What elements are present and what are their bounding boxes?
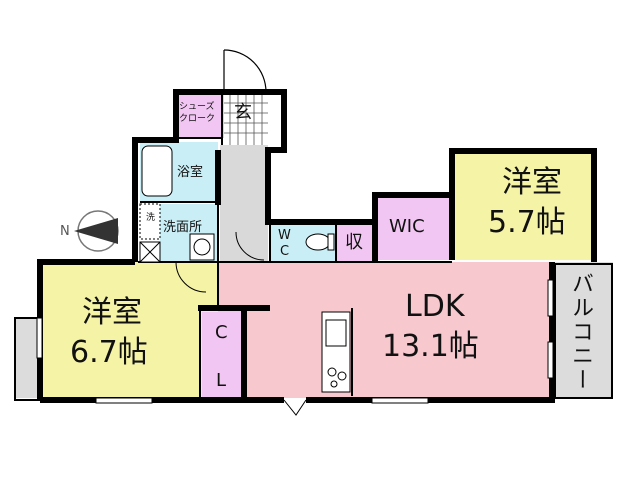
- western-room-small-name: 洋室: [82, 295, 142, 330]
- toilet-bowl: [305, 233, 331, 251]
- floor-drain-x2: [139, 241, 161, 263]
- front-door: [223, 49, 267, 93]
- shoe-closet-fill: [176, 92, 224, 138]
- toilet-label-bottom: C: [280, 244, 290, 259]
- thin-walls: [14, 92, 613, 401]
- ldk-name: LDK: [405, 289, 465, 324]
- interior-doors: [175, 231, 307, 416]
- western-room-large-fill: [455, 151, 592, 260]
- balcony-label: バルコニー: [568, 272, 593, 392]
- entrance-tiles: [224, 95, 268, 145]
- bathtub: [141, 145, 173, 197]
- balcony-fill: [555, 262, 613, 398]
- closet-label-top: C: [215, 322, 228, 343]
- compass-icon: [74, 210, 119, 252]
- storage-fill: [336, 222, 374, 262]
- washroom-label: 洗面所: [163, 220, 203, 235]
- bath-label: 浴室: [177, 165, 204, 180]
- toilet-label-top: W: [278, 228, 291, 243]
- western-room-large-name: 洋室: [502, 165, 562, 200]
- hall-fill: [220, 145, 268, 262]
- stove-burner-1: [327, 367, 337, 377]
- western-room-small-size: 6.7帖: [70, 335, 148, 370]
- windows: [36, 279, 554, 404]
- ldk-fill: [218, 262, 552, 398]
- washer-space: [139, 203, 161, 240]
- wic-fill: [377, 196, 455, 260]
- ldk-size: 13.1帖: [382, 329, 479, 364]
- kitchen-sink: [325, 319, 347, 347]
- western-room-large-size: 5.7帖: [488, 205, 566, 240]
- storage-label: 収: [345, 232, 363, 253]
- shoe-closet-label: シューズクローク: [179, 102, 216, 124]
- western-room-small-fill: [42, 262, 218, 398]
- closet-label-bottom: L: [216, 370, 227, 391]
- closet-fill: [202, 312, 242, 398]
- washbasin-bowl: [193, 238, 211, 256]
- wic-label: WIC: [389, 216, 425, 237]
- entrance-label: 玄: [234, 102, 252, 123]
- toilet-tank: [327, 233, 335, 251]
- compass-north-label: N: [60, 224, 70, 239]
- stove-burner-2: [337, 371, 347, 381]
- stove-burner-3: [330, 380, 338, 388]
- washer-label: 洗: [146, 213, 156, 223]
